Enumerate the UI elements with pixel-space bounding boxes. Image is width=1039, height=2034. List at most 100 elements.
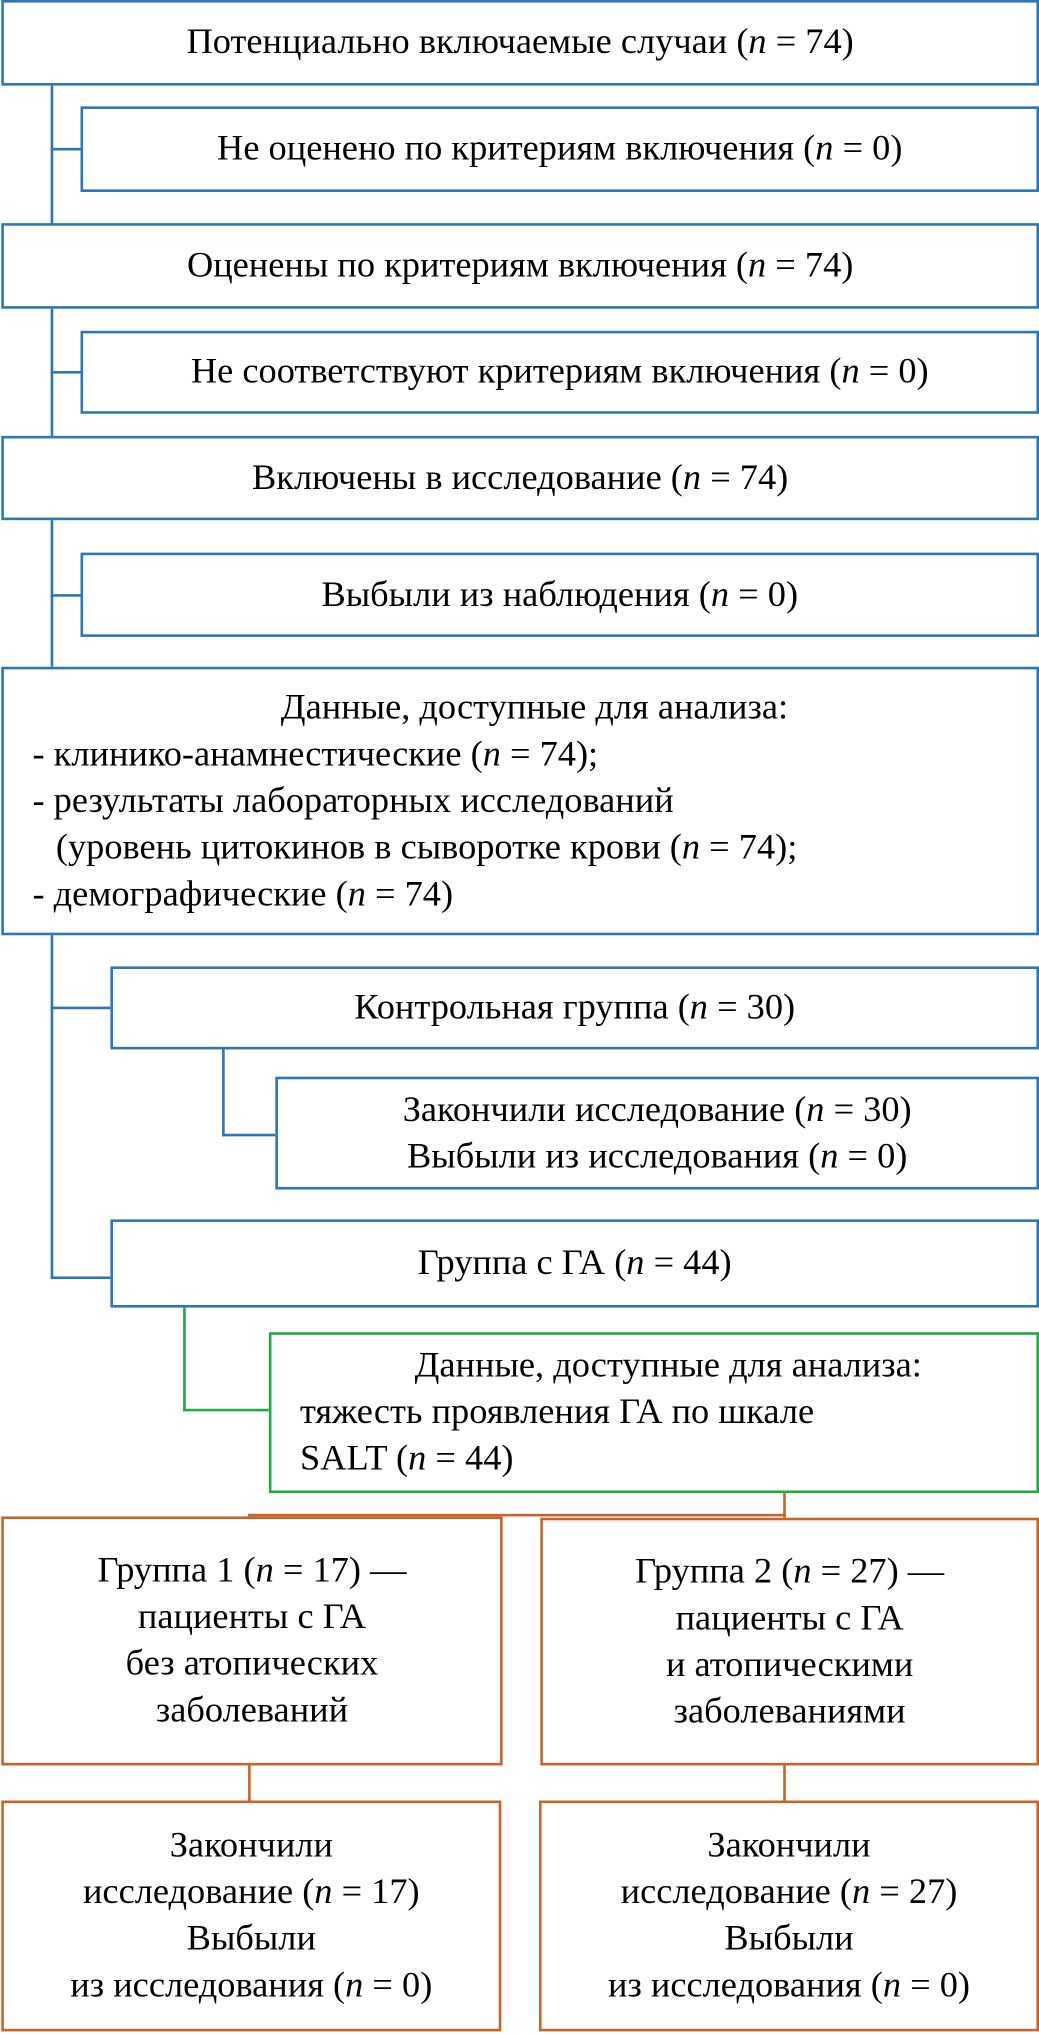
- text: = 17) —: [273, 1550, 407, 1591]
- n-symbol: n: [255, 1550, 274, 1591]
- text: Потенциально включаемые случаи (: [186, 22, 749, 63]
- box-not-matching: Не соответствуют критериям включения (n …: [80, 330, 1039, 414]
- box-line: исследование (n = 17): [83, 1869, 420, 1916]
- box-title: Данные, доступные для анализа:: [280, 686, 789, 728]
- box-line: пациенты с ГА: [675, 1597, 904, 1638]
- box-line: Закончили исследование (n = 30): [403, 1086, 912, 1133]
- n-symbol: n: [820, 1135, 839, 1176]
- box-not-assessed: Не оценено по критериям включения (n = 0…: [80, 106, 1039, 192]
- text: - демографические (: [32, 873, 348, 914]
- box-text: Потенциально включаемые случаи (n = 74): [187, 19, 854, 66]
- connector-tick: [222, 1133, 276, 1137]
- n-symbol: n: [689, 987, 708, 1028]
- box-assessed: Оценены по критериям включения (n = 74): [1, 223, 1039, 309]
- text: = 17): [332, 1871, 420, 1913]
- text: Не соответствуют критериям включения (: [190, 351, 842, 392]
- connector-tick: [50, 594, 81, 597]
- connector-tick: [50, 147, 81, 151]
- text: = 0): [901, 1965, 971, 2006]
- text: = 0): [729, 574, 799, 615]
- box-line: Выбыли из исследования (n = 0): [407, 1133, 907, 1180]
- text: Группа с ГА (: [417, 1242, 627, 1283]
- text: Не оценено по критериям включения (: [217, 128, 816, 169]
- box-text: Группа с ГА (n = 44): [418, 1240, 732, 1287]
- n-symbol: n: [806, 1088, 825, 1130]
- n-symbol: n: [347, 873, 366, 914]
- n-symbol: n: [748, 22, 767, 63]
- n-symbol: n: [882, 1965, 902, 2006]
- n-symbol: n: [710, 574, 730, 615]
- n-symbol: n: [681, 826, 701, 868]
- n-symbol: n: [314, 1871, 333, 1913]
- box-group-1-completed: Закончили исследование (n = 17) Выбыли и…: [1, 1800, 502, 2032]
- box-line: (уровень цитокинов в сыворотке крови (n …: [32, 824, 798, 871]
- n-symbol: n: [482, 733, 501, 774]
- text: Выбыли из исследования (: [407, 1135, 821, 1176]
- box-text: Включены в исследование (n = 74): [252, 455, 788, 502]
- text: Включены в исследование (: [252, 457, 683, 498]
- box-line: из исследования (n = 0): [608, 1963, 970, 2010]
- connector-tick: [50, 370, 81, 374]
- text: = 0): [859, 351, 929, 392]
- box-ga-group: Группа с ГА (n = 44): [110, 1219, 1039, 1308]
- text: = 44): [644, 1242, 732, 1283]
- connector-orange: [248, 1764, 251, 1801]
- box-text: Не оценено по критериям включения (n = 0…: [217, 126, 902, 173]
- connector-orange: [783, 1764, 786, 1801]
- text: = 27) —: [811, 1550, 945, 1592]
- box-text: Контрольная группа (n = 30): [354, 985, 795, 1032]
- n-symbol: n: [852, 1871, 871, 1913]
- box-group-1: Группа 1 (n = 17) — пациенты с ГА без ат…: [1, 1516, 503, 1766]
- text: = 27): [870, 1871, 958, 1913]
- n-symbol: n: [815, 128, 834, 169]
- text: = 74): [766, 22, 854, 63]
- connector-control: [222, 1048, 225, 1137]
- n-symbol: n: [626, 1242, 645, 1283]
- text: из исследования (: [70, 1965, 346, 2006]
- connector-orange: [248, 1513, 251, 1518]
- box-available-data: Данные, доступные для анализа: - клинико…: [1, 666, 1039, 936]
- box-included: Включены в исследование (n = 74): [1, 435, 1039, 521]
- box-text: Не соответствуют критериям включения (n …: [191, 349, 929, 396]
- box-group-2-completed: Закончили исследование (n = 27) Выбыли и…: [539, 1800, 1039, 2032]
- box-line: SALT (n = 44): [300, 1436, 513, 1483]
- text: = 74): [701, 457, 789, 498]
- box-group-2: Группа 2 (n = 27) — пациенты с ГА и атоп…: [540, 1517, 1039, 1766]
- text: Закончили исследование (: [402, 1088, 807, 1130]
- box-ga-data: Данные, доступные для анализа: тяжесть п…: [268, 1332, 1039, 1494]
- n-symbol: n: [345, 1965, 364, 2006]
- box-line: - демографические (n = 74): [32, 871, 453, 918]
- text: Выбыли из наблюдения (: [321, 574, 711, 615]
- box-line: Выбыли: [724, 1918, 854, 1959]
- text: = 30): [824, 1088, 912, 1130]
- n-symbol: n: [408, 1438, 427, 1479]
- connector-orange: [783, 1513, 786, 1518]
- box-text: Оценены по критериям включения (n = 74): [187, 243, 853, 290]
- box-line: Группа 1 (n = 17) —: [97, 1548, 406, 1595]
- text: = 44): [426, 1438, 514, 1479]
- text: = 74): [365, 873, 454, 914]
- text: Контрольная группа (: [354, 987, 690, 1028]
- box-line: тяжесть проявления ГА по шкале: [300, 1391, 815, 1433]
- box-line: - клинико-анамнестические (n = 74);: [32, 731, 598, 778]
- box-line: исследование (n = 27): [621, 1869, 958, 1916]
- text: Группа 1 (: [97, 1550, 256, 1591]
- text: - клинико-анамнестические (: [32, 733, 483, 774]
- box-line: заболеваний: [155, 1690, 349, 1731]
- connector-tick: [50, 1276, 111, 1280]
- box-line: Выбыли: [186, 1918, 316, 1959]
- box-line: Закончили: [707, 1825, 871, 1866]
- text: = 0): [833, 128, 903, 169]
- box-line: пациенты с ГА: [137, 1596, 367, 1638]
- text: = 74);: [700, 826, 798, 868]
- connector-main-lower: [50, 933, 54, 1280]
- text: = 74);: [500, 733, 599, 774]
- text: из исследования (: [608, 1965, 883, 2006]
- text: = 0): [363, 1965, 433, 2006]
- box-control-completed: Закончили исследование (n = 30) Выбыли и…: [275, 1076, 1039, 1190]
- n-symbol: n: [793, 1550, 812, 1592]
- box-potential: Потенциально включаемые случаи (n = 74): [1, 0, 1039, 86]
- connector-main-top: [50, 84, 54, 667]
- text: = 30): [707, 987, 796, 1028]
